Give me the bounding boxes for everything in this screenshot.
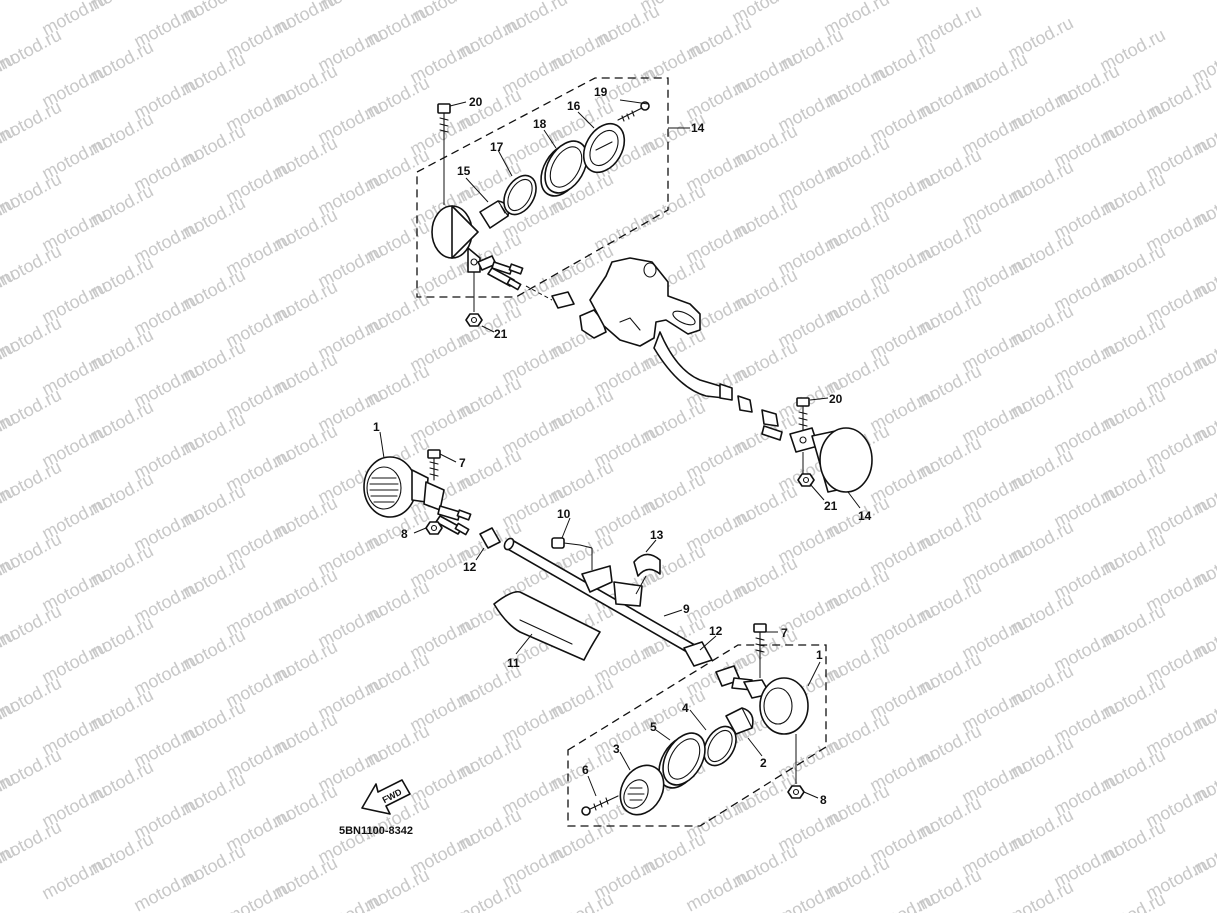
watermark-text: motod.ru (314, 889, 386, 913)
rear-flasher-bracket (525, 257, 783, 441)
callout-8-left: 8 (401, 527, 408, 541)
bulb-2 (725, 707, 754, 735)
watermark-text: motod.ru (130, 865, 202, 913)
watermark-text: motod.ru (1004, 877, 1076, 913)
watermark-text: motod.ru (0, 0, 65, 4)
callout-17: 17 (490, 140, 504, 154)
callout-20-upper: 20 (469, 95, 483, 109)
bolt-20-right (796, 397, 810, 431)
watermark-text: motod.ru (1096, 889, 1168, 913)
watermark-text: motod.ru (544, 889, 616, 913)
nut-8-right (787, 785, 805, 799)
bolt-7-left (427, 449, 441, 481)
callout-9: 9 (683, 602, 690, 616)
rim-5 (658, 732, 706, 789)
callout-21-upper: 21 (494, 327, 508, 341)
callout-4: 4 (682, 701, 689, 715)
callout-18: 18 (533, 117, 547, 131)
flasher-body-14-left (431, 205, 481, 273)
front-flasher-right (581, 623, 809, 816)
watermark-text: motod.ru (222, 877, 294, 913)
wire-connectors-upper (477, 255, 524, 291)
bolt-20-upper (437, 103, 451, 205)
callout-16: 16 (567, 99, 581, 113)
callouts: 20 19 14 16 18 17 15 21 20 21 14 1 7 8 1… (373, 85, 872, 807)
callout-6: 6 (582, 763, 589, 777)
rear-flasher-left (431, 101, 650, 327)
rear-flasher-right (789, 397, 873, 493)
diagram-code: 5BN1100-8342 (339, 825, 413, 837)
callout-10: 10 (557, 507, 571, 521)
callout-13: 13 (650, 528, 664, 542)
callout-14-upper: 14 (691, 121, 705, 135)
group-box-rear-flasher (416, 77, 669, 298)
callout-3: 3 (613, 742, 620, 756)
watermark-text: motod.ru (774, 877, 846, 913)
rim-18 (540, 140, 588, 197)
callout-12-left: 12 (463, 560, 477, 574)
nut-21-upper (465, 272, 483, 327)
fwd-arrow-icon: FWD (361, 779, 411, 815)
callout-21-right: 21 (824, 499, 838, 513)
group-box-front-flasher (567, 644, 827, 827)
cover-11 (493, 590, 601, 661)
gasket-4 (703, 725, 737, 767)
callout-20-right: 20 (829, 392, 843, 406)
lens-3 (619, 764, 665, 816)
callout-5: 5 (650, 720, 657, 734)
callout-14-right: 14 (858, 509, 872, 523)
watermark-text: motod.ru (866, 889, 938, 913)
screw-6 (581, 795, 619, 816)
screw-19 (617, 101, 650, 122)
nut-8-left (425, 521, 443, 535)
watermark-text: motod.ru (0, 0, 19, 28)
watermark-text: motod.ru (38, 853, 110, 904)
callout-1-right: 1 (816, 648, 823, 662)
callout-15: 15 (457, 164, 471, 178)
bolt-10 (551, 537, 593, 570)
clamp-13 (633, 553, 661, 595)
lens-16 (582, 122, 626, 174)
leader-lines (379, 99, 861, 799)
callout-7-right: 7 (781, 626, 788, 640)
callout-2: 2 (760, 756, 767, 770)
flasher-body-1-right (759, 677, 809, 735)
wire-connectors-left (435, 505, 472, 536)
gasket-17 (503, 174, 537, 216)
front-flasher-stay-9 (479, 527, 713, 667)
callout-11: 11 (507, 656, 520, 670)
callout-12-right: 12 (709, 624, 723, 638)
front-flasher-left (363, 449, 472, 536)
callout-7-left: 7 (459, 456, 466, 470)
bolt-7-right (753, 623, 767, 678)
callout-19: 19 (594, 85, 608, 99)
watermark-text: motod.ru (682, 865, 754, 913)
nut-21-right (797, 473, 815, 487)
callout-8-right: 8 (820, 793, 827, 807)
callout-1-left: 1 (373, 420, 380, 434)
watermark-text: motod.ru (452, 877, 524, 913)
